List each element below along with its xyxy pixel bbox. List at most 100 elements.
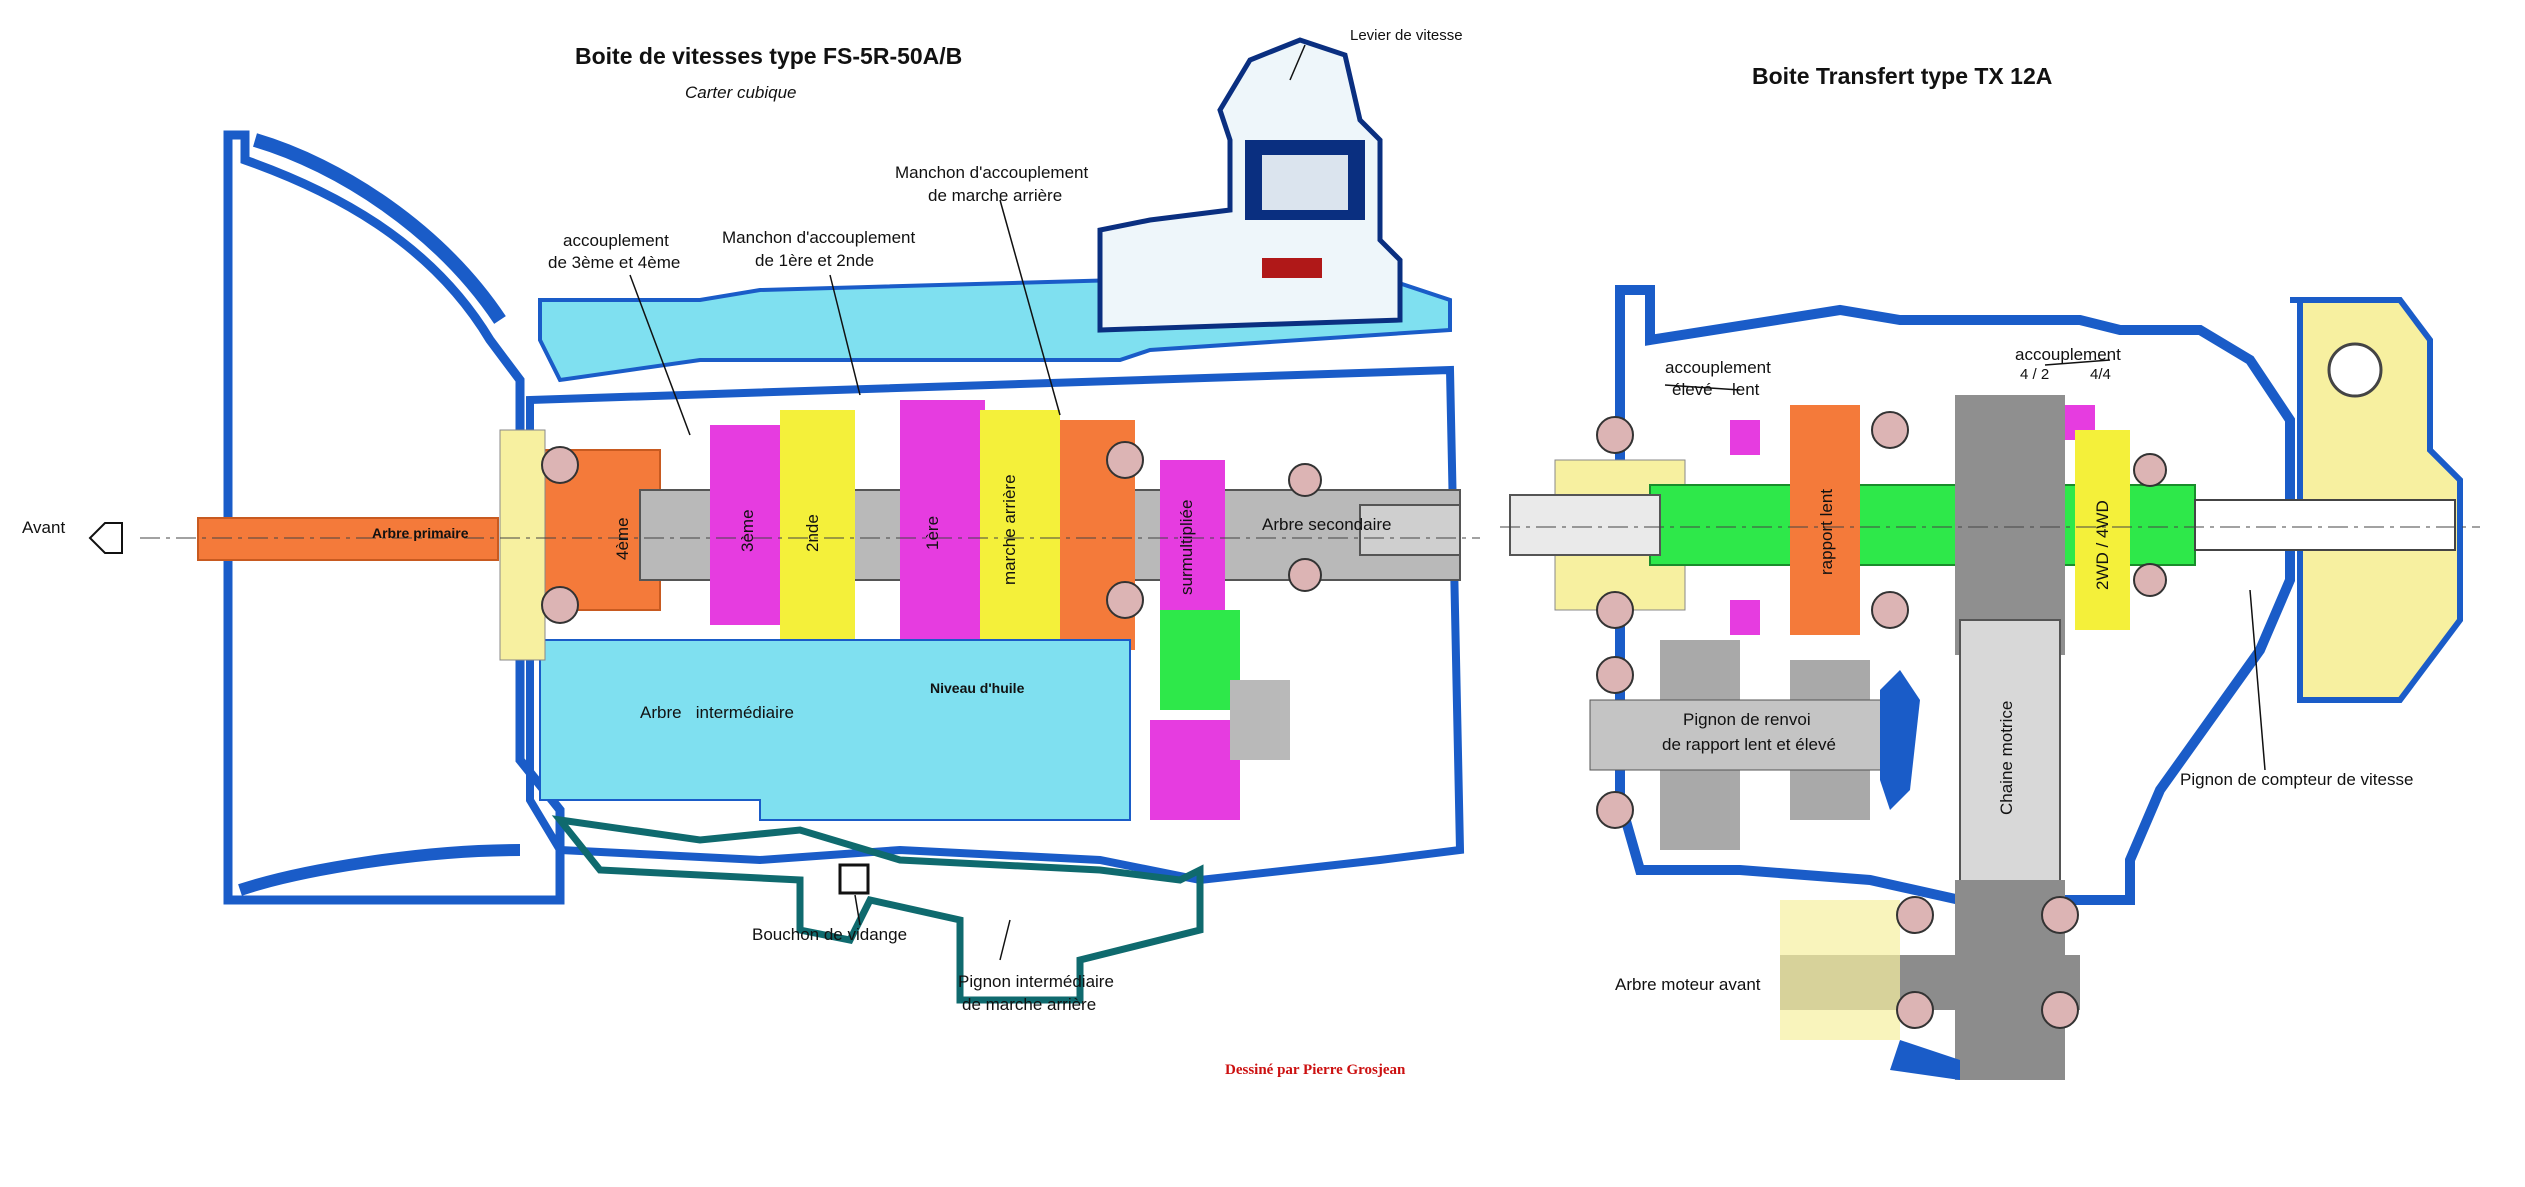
bearing (2133, 453, 2167, 487)
coupling-slow (1730, 420, 1760, 455)
oil-passage-low (1890, 1040, 1960, 1080)
label-eleve: élevé (1672, 380, 1713, 399)
leader (999, 919, 1011, 961)
front-arrow-icon (88, 522, 123, 554)
transfer-drawing (1500, 285, 2480, 1080)
oil-passage (1880, 670, 1920, 810)
label-mode: 2WD / 4WD (2093, 500, 2112, 590)
transfer-input-spline (1509, 494, 1661, 556)
counter-gear-mag (1150, 720, 1240, 820)
drain-plug (838, 863, 870, 895)
label-avant: Avant (22, 518, 65, 537)
label-manchon12-2: de 1ère et 2nde (755, 251, 874, 270)
leader (629, 274, 691, 436)
labels: Boite de vitesses type FS-5R-50A/B Carte… (22, 27, 2413, 1078)
credit: Dessiné par Pierre Grosjean (1225, 1062, 1406, 1078)
label-manchon-ar-1: Manchon d'accouplement (895, 163, 1088, 182)
bearing (1871, 591, 1909, 629)
label-accoup-right: accouplement (2015, 345, 2121, 364)
label-surmultipliee: surmultipliée (1177, 500, 1196, 595)
gear-1b (980, 410, 1060, 650)
oil-sump (551, 815, 1204, 1004)
bearing (1596, 791, 1634, 829)
label-2nde: 2nde (803, 514, 822, 552)
bearing (1288, 463, 1322, 497)
leader (1289, 44, 1306, 81)
label-levier: Levier de vitesse (1350, 27, 1463, 44)
label-pignon-inter-2: de marche arrière (962, 995, 1096, 1014)
label-pignon-renvoi-2: de rapport lent et élevé (1662, 735, 1836, 754)
input-shaft (197, 517, 499, 561)
gear-3 (710, 425, 785, 625)
label-manchon12-1: Manchon d'accouplement (722, 228, 915, 247)
drive-sprocket (1955, 395, 2065, 655)
bearing (2041, 991, 2079, 1029)
label-arbre-moteur: Arbre moteur avant (1615, 975, 1761, 994)
gear-1 (900, 400, 985, 650)
idler-shaft (1589, 699, 1901, 771)
front-output-housing (1780, 900, 1900, 1040)
label-rapport-lent: rapport lent (1817, 489, 1836, 575)
label-4eme: 4ème (613, 517, 632, 560)
bearing (1596, 591, 1634, 629)
speedo-gear-icon (2327, 342, 2383, 398)
front-retainer (499, 429, 546, 661)
countershaft (539, 639, 1131, 821)
gearbox-drawing (88, 37, 1480, 1004)
bearing (541, 446, 579, 484)
label-chaine: Chaine motrice (1997, 701, 2016, 815)
main-casing (526, 365, 1465, 885)
bearing (1288, 558, 1322, 592)
label-pignon-inter-1: Pignon intermédiaire (958, 972, 1114, 991)
label-1ere: 1ère (923, 516, 942, 550)
label-arbre-primaire: Arbre primaire (372, 525, 469, 541)
bearing (1896, 991, 1934, 1029)
transfer-title: Boite Transfert type TX 12A (1752, 63, 2052, 89)
bell-housing-inner (253, 133, 506, 324)
shift-detent (1262, 258, 1322, 278)
bearing (541, 586, 579, 624)
leader (854, 894, 861, 926)
gear-2 (780, 410, 855, 640)
leader (829, 274, 861, 396)
bearing (1596, 656, 1634, 694)
leader (2044, 359, 2111, 366)
label-accoup34-2: de 3ème et 4ème (548, 253, 680, 272)
bearing (2041, 896, 2079, 934)
gearbox-subtitle: Carter cubique (685, 83, 797, 102)
label-r42: 4 / 2 (2020, 366, 2049, 383)
label-manchon-ar-2: de marche arrière (928, 186, 1062, 205)
counter-gear-green (1160, 610, 1240, 710)
label-bouchon: Bouchon de vidange (752, 925, 907, 944)
leader (999, 199, 1061, 416)
label-3eme: 3ème (738, 509, 757, 552)
bearing (1106, 441, 1144, 479)
bearing (2133, 563, 2167, 597)
label-compteur: Pignon de compteur de vitesse (2180, 770, 2413, 789)
label-arbre-intermediaire: Arbre intermédiaire (640, 703, 794, 722)
label-accoup34-1: accouplement (563, 231, 669, 250)
label-niveau-huile: Niveau d'huile (930, 680, 1025, 696)
hub-2wd4wd (2075, 430, 2130, 630)
label-pignon-renvoi-1: Pignon de renvoi (1683, 710, 1811, 729)
coupling-slow-lower (1730, 600, 1760, 635)
label-arbre-secondaire: Arbre secondaire (1262, 515, 1391, 534)
leader (2249, 589, 2266, 771)
rear-output (2194, 499, 2456, 551)
label-r44: 4/4 (2090, 366, 2111, 383)
output-shaft-end (1359, 504, 1461, 556)
shift-tower-spring (1262, 155, 1348, 210)
bearing (1871, 411, 1909, 449)
bell-housing-bottom (238, 844, 521, 896)
bearing (1596, 416, 1634, 454)
bearing (1106, 581, 1144, 619)
gearbox-title: Boite de vitesses type FS-5R-50A/B (575, 43, 962, 69)
rapport-lent-gear (1790, 405, 1860, 635)
label-accoup-left: accouplement (1665, 358, 1771, 377)
counter-gear-grey (1230, 680, 1290, 760)
transfer-case (1615, 285, 2295, 905)
leader (1664, 384, 1741, 391)
bearing (1896, 896, 1934, 934)
label-marche-arriere: marche arrière (1000, 474, 1019, 585)
